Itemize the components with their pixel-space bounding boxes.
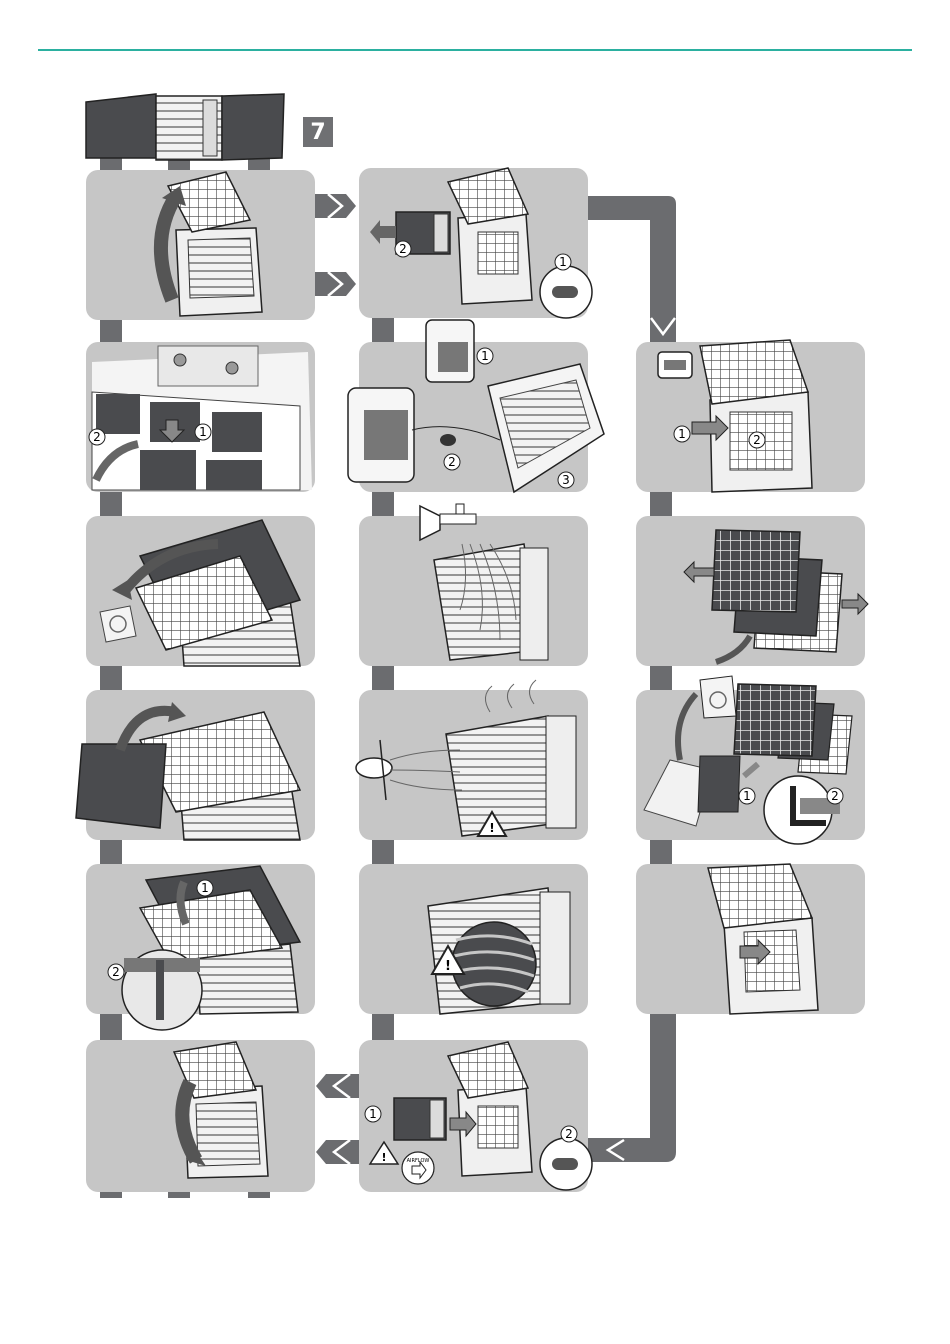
callout-1: 1 [369,1107,377,1121]
svg-text:!: ! [489,821,494,835]
callout-2: 2 [753,433,761,447]
top-unit-strip [86,94,284,160]
callout-1: 1 [199,425,207,439]
callout-2: 2 [831,789,839,803]
svg-text:!: ! [445,959,451,974]
callout-2: 2 [112,965,120,979]
callout-3: 3 [562,473,570,487]
callout-2: 2 [93,430,101,444]
panel-release-filter-clip: 1 2 [89,346,312,490]
callout-2: 2 [399,242,407,256]
callout-1: 1 [201,881,209,895]
airflow-label: AIRFLOW [407,1158,430,1164]
diagram-panels [86,168,865,1192]
svg-text:!: ! [381,1151,386,1164]
callout-1: 1 [743,789,751,803]
callout-2: 2 [448,455,456,469]
callout-1: 1 [481,349,489,363]
callout-2: 2 [565,1127,573,1141]
panel-inspect-louvers-warning: ! [428,888,570,1014]
callout-1: 1 [678,427,686,441]
callout-1: 1 [559,255,567,269]
